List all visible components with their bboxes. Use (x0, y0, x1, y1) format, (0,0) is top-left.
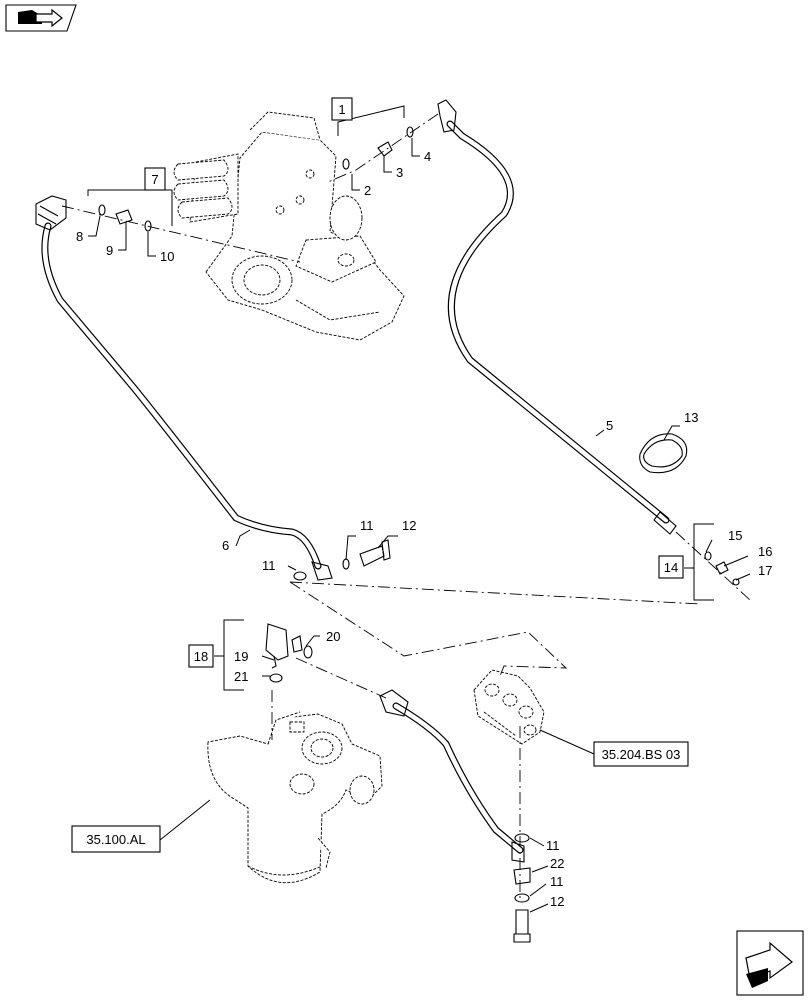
book-arrow-icon[interactable] (5, 4, 77, 32)
callout-11d[interactable]: 11 (550, 874, 564, 889)
leader-lines (88, 138, 751, 913)
fittings (98, 126, 740, 943)
callout-19[interactable]: 19 (234, 649, 248, 664)
callout-9[interactable]: 9 (106, 243, 113, 258)
callout-8[interactable]: 8 (76, 229, 83, 244)
next-page-arrow-icon[interactable] (736, 930, 804, 996)
control-valve (473, 669, 545, 745)
callout-4[interactable]: 4 (424, 149, 431, 164)
callout-22[interactable]: 22 (550, 856, 564, 871)
ref-box-bs03 (593, 741, 689, 767)
callout-16[interactable]: 16 (758, 544, 772, 559)
callout-11c[interactable]: 11 (546, 838, 560, 853)
transmission-housing (173, 111, 405, 341)
callout-20[interactable]: 20 (326, 629, 340, 644)
callout-box-7 (144, 167, 166, 191)
callout-box-1 (331, 97, 353, 121)
bracket-7 (87, 189, 173, 226)
callout-6[interactable]: 6 (222, 538, 229, 553)
callout-11b[interactable]: 11 (360, 518, 374, 533)
ref-link-al[interactable]: 35.100.AL (86, 832, 145, 847)
callout-14[interactable]: 14 (664, 560, 678, 575)
callout-10[interactable]: 10 (160, 249, 174, 264)
bracket-1 (337, 105, 405, 136)
pump-filter-unit (207, 711, 383, 884)
callout-13[interactable]: 13 (684, 410, 698, 425)
ref-box-al (71, 825, 161, 853)
callout-12a[interactable]: 12 (402, 518, 416, 533)
callout-7[interactable]: 7 (151, 172, 158, 187)
callout-21[interactable]: 21 (234, 669, 248, 684)
callout-1[interactable]: 1 (338, 102, 345, 117)
hose-6 (35, 195, 333, 581)
callout-5[interactable]: 5 (606, 418, 613, 433)
callout-11a[interactable]: 11 (262, 558, 276, 573)
callout-12b[interactable]: 12 (550, 894, 564, 909)
callout-3[interactable]: 3 (396, 165, 403, 180)
hose-5 (437, 99, 677, 535)
bracket-14 (684, 523, 714, 601)
assembly-lines (61, 113, 751, 900)
callout-15[interactable]: 15 (728, 528, 742, 543)
callout-2[interactable]: 2 (364, 183, 371, 198)
hose-lower (379, 689, 525, 863)
callout-18[interactable]: 18 (194, 649, 208, 664)
callout-box-18 (188, 644, 214, 668)
bracket-18 (214, 619, 244, 691)
callout-box-14 (658, 555, 684, 579)
callout-17[interactable]: 17 (758, 563, 772, 578)
ref-link-bs03[interactable]: 35.204.BS 03 (602, 747, 681, 762)
